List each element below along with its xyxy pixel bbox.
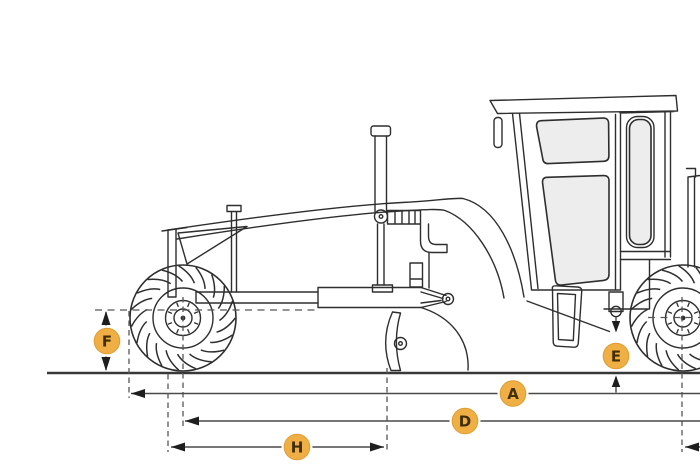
dimension-line-d (185, 416, 700, 426)
badge-label-f: F (102, 333, 112, 351)
blade-circle-sweep (420, 306, 469, 371)
steering-link (226, 204, 242, 293)
front-tire-tread (130, 265, 236, 371)
arrow-down-f (101, 357, 111, 371)
arrow-down-e (611, 321, 621, 333)
blade-lift-cylinder (370, 125, 394, 293)
arrow-up-f (101, 311, 111, 325)
rear-tire-tread (630, 265, 700, 371)
reference-lines (95, 297, 700, 452)
cab-upper-window (535, 117, 610, 165)
cab-a-pillar (511, 112, 539, 291)
cab-rear-wall (603, 110, 672, 310)
dimension-lines (101, 311, 700, 452)
cab-grab-handle (493, 116, 503, 149)
grader-body (161, 94, 700, 372)
arrow-right-h (370, 442, 384, 452)
arrow-left-a (131, 389, 145, 398)
lift-linkage (386, 209, 448, 289)
dimension-line-h (171, 442, 384, 452)
moldboard-blade (385, 311, 408, 372)
cab-door-pillar (530, 113, 622, 291)
badge-label-e: E (611, 348, 621, 366)
cab-roof (489, 94, 679, 115)
dimension-badges: F E A D H (91, 325, 632, 463)
cab-side-window-frame (625, 115, 655, 249)
tow-hitch-pin (608, 291, 624, 318)
badge-label-a: A (507, 385, 519, 403)
dimension-badge-a: A (497, 378, 529, 409)
arrow-left-d (185, 416, 199, 426)
gooseneck-frame (167, 197, 525, 299)
arrow-left-h (171, 442, 185, 452)
dimension-badge-h: H (281, 431, 313, 463)
arrow-up-e (611, 375, 621, 387)
arrow-left-rear (685, 442, 699, 452)
dimension-badge-e: E (600, 340, 632, 372)
rear-hub-bolts (667, 302, 699, 334)
dimension-line-a (131, 389, 700, 398)
engine-hood (685, 167, 700, 268)
hitch-diagonal-bar (526, 300, 611, 333)
drawbar-rail (195, 286, 455, 309)
dimension-badge-d: D (449, 405, 481, 437)
blade-link-block (409, 262, 424, 288)
cab (489, 94, 679, 310)
dimension-badge-f: F (91, 325, 123, 357)
dimension-line-e (611, 317, 621, 393)
cab-lower-window (541, 174, 610, 286)
badge-label-d: D (459, 413, 471, 431)
front-hub-bolts (167, 302, 199, 334)
badge-label-h: H (291, 439, 304, 457)
dimension-line-rear-fragment (685, 442, 700, 452)
cab-side-window (628, 118, 652, 246)
rear-hitch-box (551, 285, 583, 348)
